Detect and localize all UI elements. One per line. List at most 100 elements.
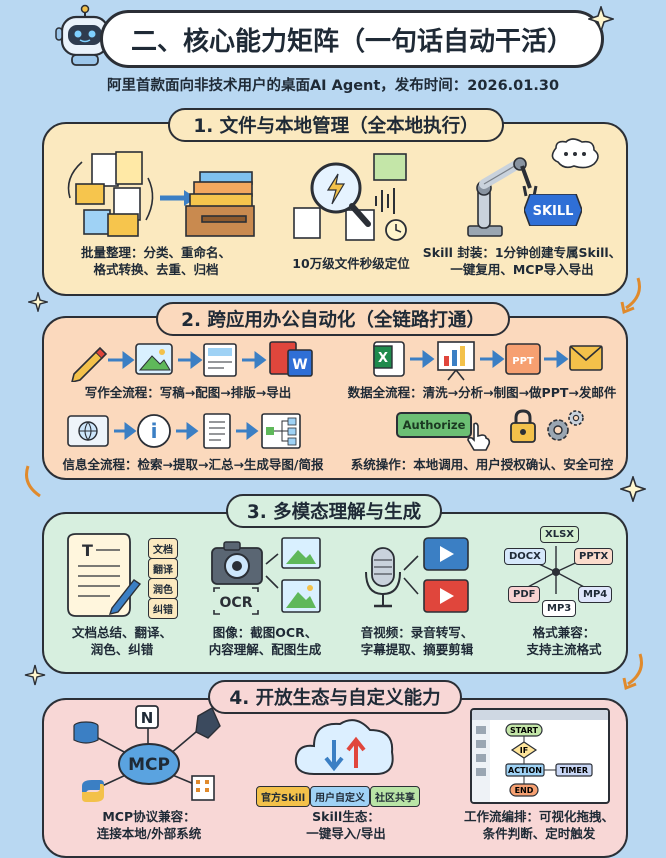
doc-tag: 润色 — [148, 578, 178, 599]
caption-data-flow: 数据全流程：清洗→分析→制图→做PPT→发邮件 — [340, 384, 624, 401]
doc-tag: 文档 — [148, 538, 178, 559]
caption-line: 一键导入/导出 — [306, 826, 386, 841]
doc-tag: 纠错 — [148, 598, 178, 619]
caption-info-flow: 信息全流程：检索→提取→汇总→生成导图/简报 — [58, 456, 328, 473]
caption-workflow: 工作流编排：可视化拖拽、 条件判断、定时触发 — [450, 808, 628, 842]
flow-action-label: ACTION — [508, 766, 542, 775]
workflow-editor-window: START IF ACTION TIMER END — [470, 708, 610, 804]
doc-tag: 翻译 — [148, 558, 178, 579]
skill-badge: SKILL — [523, 193, 583, 227]
flow-start-label: START — [510, 726, 539, 735]
caption-line: 系统操作：本地调用、用户授权确认、安全可控 — [350, 457, 614, 472]
microphone-video-illustration — [362, 534, 472, 618]
file-search-illustration — [290, 150, 416, 246]
mcp-hub-illustration: MCP N — [66, 704, 232, 804]
section-title-3: 3. 多模态理解与生成 — [226, 494, 442, 528]
caption-line: 信息全流程：检索→提取→汇总→生成导图/简报 — [62, 457, 324, 472]
caption-line: 连接本地/外部系统 — [96, 826, 202, 841]
writing-flow-illustration: W — [64, 338, 318, 384]
hand-cursor-icon — [464, 422, 492, 452]
caption-line: 工作流编排：可视化拖拽、 — [463, 809, 614, 824]
format-tag-pdf: PDF — [508, 586, 541, 603]
caption-line: 内容理解、配图生成 — [208, 642, 322, 657]
robot-mascot-icon — [52, 4, 118, 68]
page-title: 二、核心能力矩阵（一句话自动干活） — [100, 10, 604, 68]
sparkle-icon — [26, 290, 50, 314]
caption-line: 格式转换、去重、归档 — [93, 262, 219, 277]
skill-tag-official: 官方Skill — [256, 786, 311, 807]
section-title-2-text: 2. 跨应用办公自动化（全链路打通） — [181, 310, 485, 331]
file-sort-illustration — [62, 148, 258, 244]
page-subtitle: 阿里首款面向非技术用户的桌面AI Agent，发布时间：2026.01.30 — [106, 78, 560, 94]
gear-icon — [544, 408, 586, 446]
section-title-1: 1. 文件与本地管理（全本地执行） — [168, 108, 504, 142]
robot-arm-skill-illustration — [460, 138, 610, 242]
skill-badge-text: SKILL — [533, 204, 574, 219]
caption-line: 条件判断、定时触发 — [482, 826, 596, 841]
caption-mcp: MCP协议兼容： 连接本地/外部系统 — [66, 808, 232, 842]
section-title-4-text: 4. 开放生态与自定义能力 — [229, 688, 441, 709]
caption-writing-flow: 写作全流程：写稿→配图→排版→导出 — [68, 384, 308, 401]
info-flow-illustration: i — [66, 408, 306, 454]
section-title-2: 2. 跨应用办公自动化（全链路打通） — [156, 302, 510, 336]
caption-file-search: 写作全流程：写稿→配图→排版→导出 10万级文件秒级定位 — [276, 255, 426, 272]
data-flow-illustration: X PPT — [372, 336, 604, 382]
caption-line: 文档总结、翻译、 — [71, 625, 172, 640]
caption-skill-ecosystem: Skill生态： 一键导入/导出 — [286, 808, 406, 842]
sparkle-icon — [618, 474, 648, 504]
section-title-4: 4. 开放生态与自定义能力 — [208, 680, 462, 714]
flow-if-label: IF — [520, 746, 528, 755]
lock-icon — [508, 408, 538, 444]
skill-tag-custom: 用户自定义 — [310, 786, 370, 807]
caption-line: Skill生态： — [312, 809, 380, 824]
sparkle-icon — [586, 4, 616, 34]
format-tag-mp3: MP3 — [542, 600, 577, 617]
caption-skill-package: Skill 封装：1分钟创建专属Skill、 一键复用、MCP导入导出 — [414, 244, 630, 278]
page-title-text: 二、核心能力矩阵（一句话自动干活） — [130, 26, 573, 57]
svg-text:W: W — [292, 357, 307, 373]
authorize-label: Authorize — [402, 418, 466, 432]
caption-image: 图像：截图OCR、 内容理解、配图生成 — [190, 624, 340, 658]
skill-tag-community: 社区共享 — [370, 786, 420, 807]
mcp-label: MCP — [128, 755, 170, 775]
caption-line: 一键复用、MCP导入导出 — [450, 262, 594, 277]
curved-arrow-icon — [22, 464, 48, 504]
section-title-3-text: 3. 多模态理解与生成 — [246, 502, 422, 523]
flow-end-label: END — [515, 786, 534, 795]
caption-audio-video: 音视频：录音转写、 字幕提取、摘要剪辑 — [346, 624, 488, 658]
sparkle-icon — [24, 664, 46, 686]
caption-line: MCP协议兼容： — [102, 809, 196, 824]
format-tag-xlsx: XLSX — [540, 526, 579, 543]
document-scroll-illustration: T — [62, 532, 146, 618]
format-tag-mp4: MP4 — [578, 586, 613, 603]
authorize-button[interactable]: Authorize — [396, 412, 472, 438]
caption-line: 数据全流程：清洗→分析→制图→做PPT→发邮件 — [347, 385, 617, 400]
caption-line: 音视频：录音转写、 — [360, 625, 474, 640]
curved-arrow-icon — [618, 276, 644, 316]
format-tag-docx: DOCX — [504, 548, 546, 565]
caption-line: 润色、纠错 — [90, 642, 154, 657]
caption-line: 批量整理：分类、重命名、 — [80, 245, 231, 260]
skill-cloud-illustration — [290, 712, 400, 782]
caption-line: 字幕提取、摘要剪辑 — [360, 642, 474, 657]
notion-icon: N — [141, 709, 154, 727]
caption-line: 写作全流程：写稿→配图→排版→导出 — [84, 385, 292, 400]
svg-text:T: T — [82, 541, 93, 560]
ppt-label: PPT — [512, 356, 534, 367]
caption-system-ops: 系统操作：本地调用、用户授权确认、安全可控 — [340, 456, 624, 473]
caption-line: 10万级文件秒级定位 — [292, 256, 410, 271]
caption-line: 支持主流格式 — [526, 642, 602, 657]
caption-line: 格式兼容： — [532, 625, 596, 640]
caption-line: 图像：截图OCR、 — [212, 625, 318, 640]
flow-timer-label: TIMER — [560, 766, 588, 775]
caption-formats: 格式兼容： 支持主流格式 — [512, 624, 616, 658]
caption-line: Skill 封装：1分钟创建专属Skill、 — [422, 245, 622, 260]
caption-batch-organize: 批量整理：分类、重命名、 格式转换、去重、归档 — [66, 244, 246, 278]
section-title-1-text: 1. 文件与本地管理（全本地执行） — [193, 116, 479, 137]
format-tag-pptx: PPTX — [574, 548, 614, 565]
svg-text:X: X — [378, 351, 388, 366]
curved-arrow-icon — [620, 652, 646, 692]
svg-text:i: i — [151, 419, 158, 443]
caption-doc-processing: 文档总结、翻译、 润色、纠错 — [60, 624, 184, 658]
camera-ocr-illustration: OCR — [208, 536, 324, 620]
